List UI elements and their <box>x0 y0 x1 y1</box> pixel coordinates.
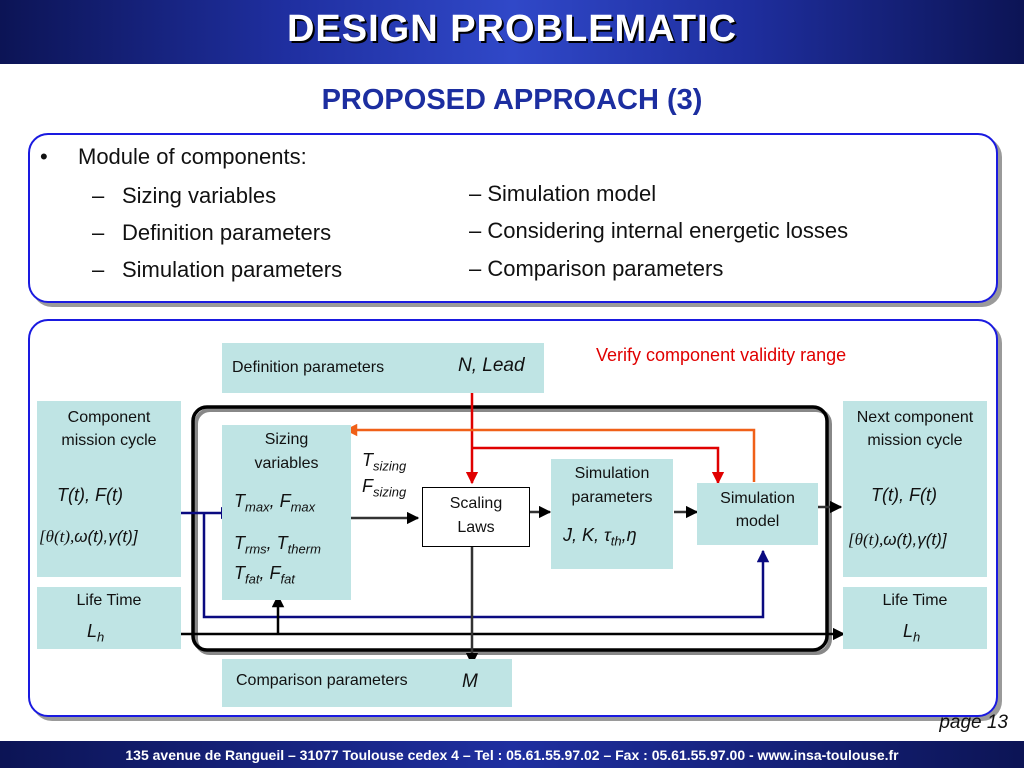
component-cycle-tf: T(t), F(t) <box>57 485 123 505</box>
item-sizing-variables: Sizing variables <box>122 183 277 208</box>
life-time-right-box: Life Time Lh <box>843 587 987 649</box>
scaling-laws-label-1: Scaling <box>449 495 503 512</box>
t-sizing-label: Tsizing <box>362 450 407 474</box>
dash-marker: – <box>92 257 105 282</box>
sizing-variables-label-2: variables <box>254 455 319 472</box>
life-time-left-label: Life Time <box>76 592 142 609</box>
sizing-fat-values: Tfat, Ffat <box>234 563 295 587</box>
bullet-module-of-components: Module of components: <box>78 144 307 169</box>
component-mission-cycle-label-2: mission cycle <box>61 432 157 449</box>
item-simulation-parameters: Simulation parameters <box>122 257 343 282</box>
next-cycle-label-2: mission cycle <box>867 432 963 449</box>
life-time-right-value: Lh <box>903 621 921 645</box>
component-cycle-state: [θ(t),ω(t),γ(t)] <box>39 527 138 546</box>
simulation-parameters-label-2: parameters <box>571 489 653 506</box>
next-cycle-tf: T(t), F(t) <box>871 485 937 505</box>
sizing-rms-therm: Trms, Ttherm <box>234 533 321 557</box>
item-definition-parameters: Definition parameters <box>122 220 332 245</box>
verify-validity-note: Verify component validity range <box>596 345 847 365</box>
footer-address: 135 avenue de Rangueil – 31077 Toulouse … <box>125 747 899 763</box>
definition-parameters-label: Definition parameters <box>232 359 385 376</box>
slide-title: DESIGN PROBLEMATIC <box>286 8 738 50</box>
simulation-parameters-box: Simulation parameters J, K, τth,ŋ <box>551 459 673 569</box>
sizing-variables-box: Sizing variables Tmax, Fmax Trms, Ttherm… <box>222 425 351 600</box>
comparison-parameters-box: Comparison parameters M <box>222 659 512 707</box>
life-time-left-box: Life Time Lh <box>37 587 181 649</box>
title-bar: DESIGN PROBLEMATIC <box>0 0 1024 64</box>
scaling-laws-label-2: Laws <box>457 519 495 536</box>
page-number: page 13 <box>939 712 1008 733</box>
item-comparison-parameters: – Comparison parameters <box>469 256 724 281</box>
next-component-mission-cycle-box: Next component mission cycle T(t), F(t) … <box>843 401 987 577</box>
life-time-right-label: Life Time <box>882 592 948 609</box>
simulation-model-label-2: model <box>735 513 780 530</box>
dash-marker: – <box>92 220 105 245</box>
simulation-model-label-1: Simulation <box>720 490 795 507</box>
component-mission-cycle-label-1: Component <box>67 409 151 426</box>
definition-parameters-box: Definition parameters N, Lead <box>222 343 544 393</box>
dash-marker: – <box>92 183 105 208</box>
slide-subtitle: PROPOSED APPROACH (3) <box>321 84 703 116</box>
component-mission-cycle-box: Component mission cycle T(t), F(t) [θ(t)… <box>37 401 181 577</box>
simulation-parameters-values: J, K, τth,ŋ <box>563 525 637 549</box>
footer-bar: 135 avenue de Rangueil – 31077 Toulouse … <box>0 741 1024 768</box>
bullet-marker: • <box>40 144 48 169</box>
life-time-left-value: Lh <box>87 621 105 645</box>
simulation-parameters-label-1: Simulation <box>574 465 650 482</box>
module-components-panel <box>28 133 998 303</box>
simulation-model-box: Simulation model <box>697 483 818 545</box>
scaling-laws-box: Scaling Laws <box>422 487 530 547</box>
sizing-max-values: Tmax, Fmax <box>234 491 316 515</box>
definition-parameters-value: N, Lead <box>458 355 525 376</box>
next-cycle-label-1: Next component <box>856 409 974 426</box>
item-simulation-model: – Simulation model <box>469 181 657 206</box>
sizing-variables-label-1: Sizing <box>264 431 309 448</box>
item-internal-energetic-losses: – Considering internal energetic losses <box>469 218 849 243</box>
f-sizing-label: Fsizing <box>362 476 407 500</box>
comparison-parameters-label: Comparison parameters <box>236 672 408 689</box>
comparison-parameters-value: M <box>462 671 478 692</box>
next-cycle-state: [θ(t),ω(t),γ(t)] <box>848 530 947 549</box>
